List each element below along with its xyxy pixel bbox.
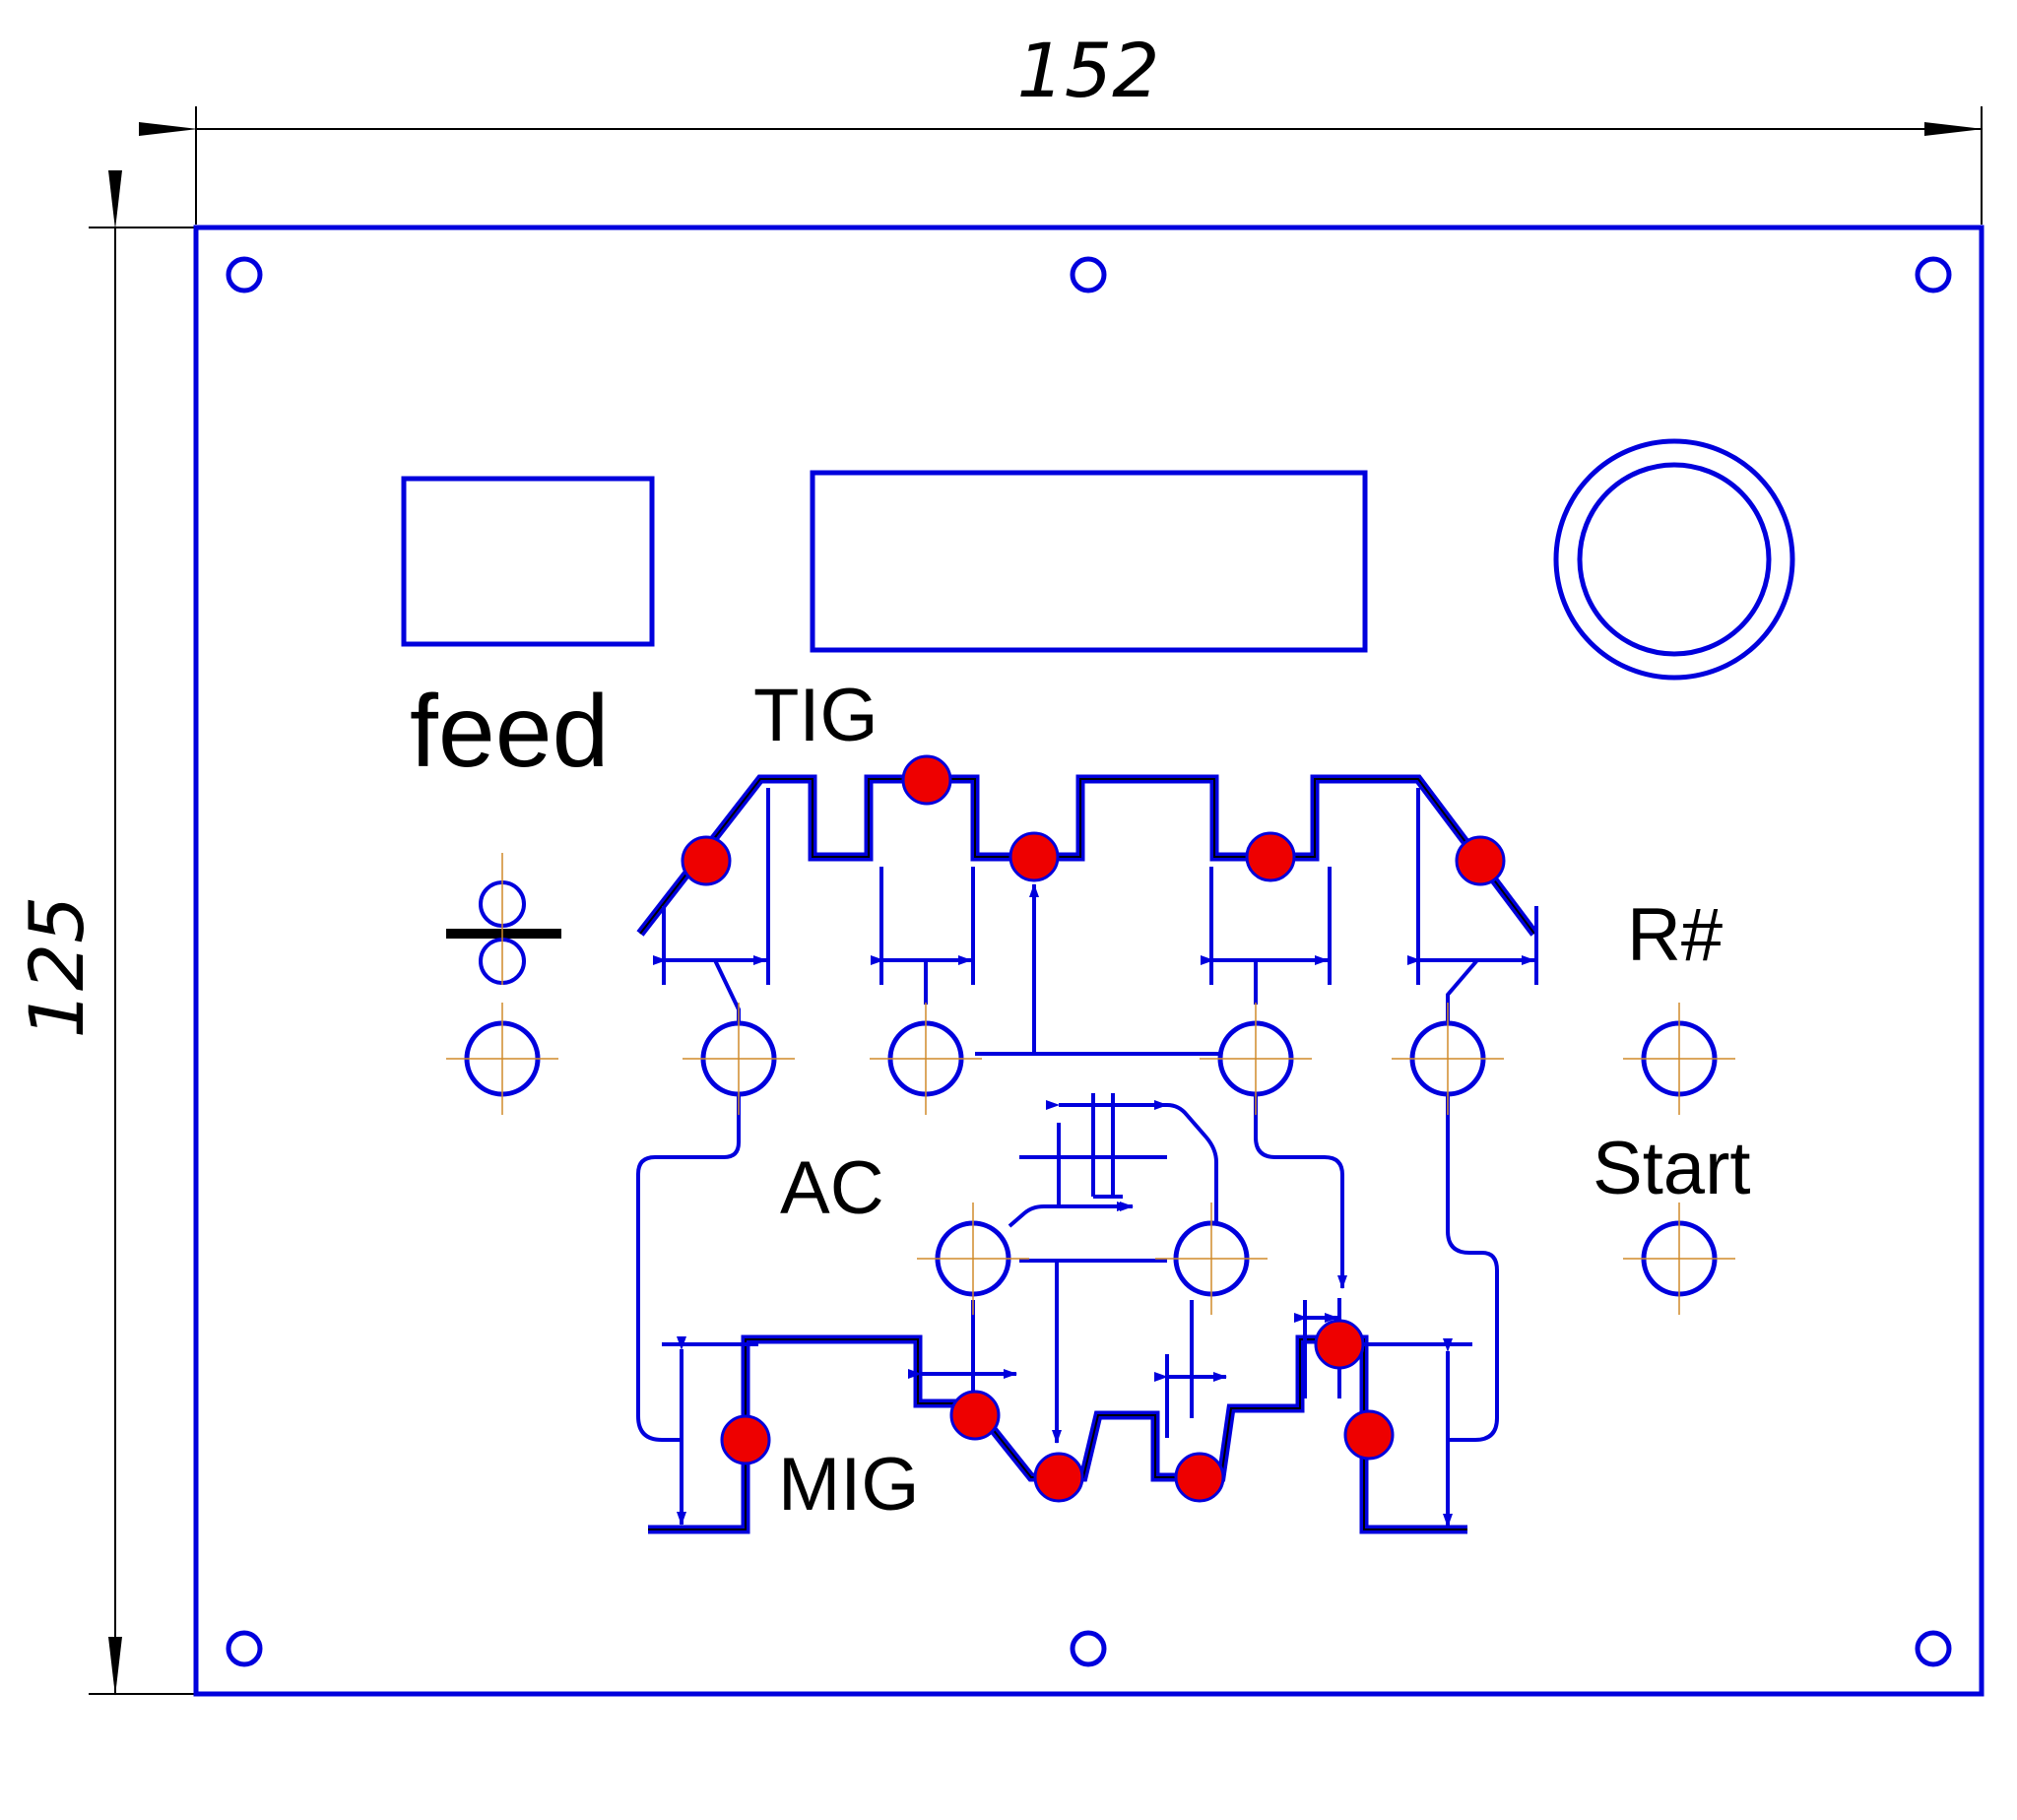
knob-outer-ring [1553, 438, 1795, 681]
main-display-cutout [810, 470, 1368, 653]
tig-led [681, 835, 732, 886]
tig-selector-track [636, 774, 1538, 937]
start-label: Start [1593, 1127, 1751, 1210]
ac-switch-hole-right [1155, 1202, 1268, 1315]
mounting-hole [1070, 256, 1107, 293]
tig-led [1008, 831, 1060, 882]
switch-hole [1200, 1003, 1312, 1115]
wiring-traces [636, 1052, 1499, 1528]
switch-hole [446, 1003, 558, 1115]
ac-switch-hole-left [917, 1202, 1029, 1315]
dimension-width [139, 106, 1984, 225]
r-sharp-label: R# [1627, 893, 1723, 977]
panel-outline [193, 225, 1984, 1697]
dimension-height [89, 170, 202, 1696]
tig-detent-marks [653, 788, 1538, 1054]
start-button-hole [1623, 1202, 1735, 1315]
mig-led [1343, 1409, 1395, 1461]
switch-hole [870, 1003, 982, 1115]
knob-inner-ring [1577, 462, 1772, 657]
mounting-hole [226, 1630, 263, 1667]
led-indicators [681, 754, 1506, 1503]
switch-hole [683, 1003, 795, 1115]
mig-led [949, 1390, 1001, 1441]
tig-label: TIG [753, 674, 878, 757]
mig-label: MIG [778, 1443, 920, 1527]
mounting-hole [1915, 256, 1952, 293]
mounting-hole [1915, 1630, 1952, 1667]
mounting-hole [226, 256, 263, 293]
width-dimension-label: 152 [1016, 27, 1159, 114]
mig-led [1033, 1452, 1084, 1503]
mig-led [1174, 1452, 1225, 1503]
switch-holes [446, 1003, 1735, 1315]
mig-led [720, 1414, 771, 1465]
mounting-holes [226, 256, 1952, 1667]
mounting-hole [1070, 1630, 1107, 1667]
height-dimension-label: 125 [13, 895, 100, 1038]
mig-selector-track [648, 1334, 1467, 1534]
feed-display-cutout [401, 476, 655, 647]
tig-led [901, 754, 952, 806]
tig-led [1455, 835, 1506, 886]
ac-label: AC [780, 1146, 884, 1230]
encoder-symbol-icon [446, 853, 561, 985]
switch-hole [1392, 1003, 1504, 1115]
tig-led [1245, 831, 1296, 882]
feed-label: feed [410, 675, 609, 789]
mig-led [1314, 1319, 1365, 1370]
r-sharp-switch-hole [1623, 1003, 1735, 1115]
